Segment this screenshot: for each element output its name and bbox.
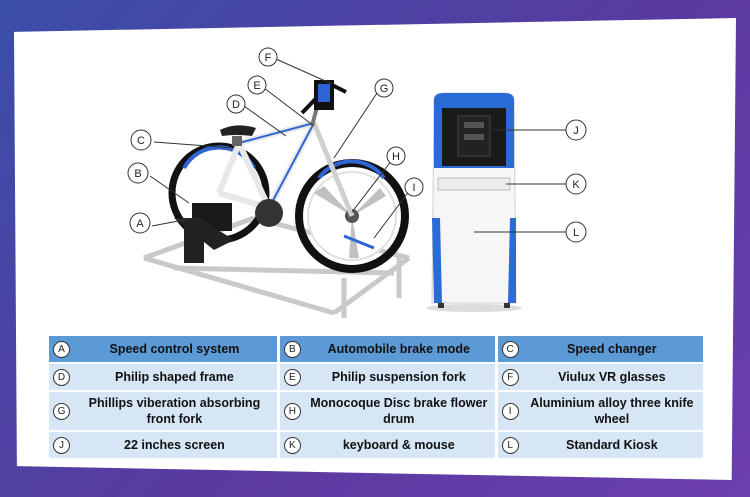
legend-row-2: D Philip shaped frame E Philip suspension …: [49, 364, 703, 390]
legend-text-f: Viulux VR glasses: [558, 370, 666, 384]
badge-g: G: [53, 402, 70, 420]
svg-text:G: G: [380, 83, 389, 95]
legend-text-j: 22 inches screen: [124, 438, 225, 452]
badge-l: L: [501, 436, 519, 454]
badge-c: C: [501, 340, 519, 358]
badge-b: B: [283, 340, 301, 358]
legend-row-3: G Phillips viberation absorbing front for…: [49, 392, 703, 430]
callout-a: A: [129, 212, 151, 234]
legend-text-k: keyboard & mouse: [342, 438, 455, 452]
legend-text-c: Speed changer: [567, 342, 657, 356]
svg-text:H: H: [392, 151, 400, 163]
trainer-base: [143, 215, 411, 318]
svg-text:I: I: [412, 182, 415, 194]
legend-text-e: Philip suspension fork: [331, 370, 466, 384]
legend-text-h: Monocoque Disc brake flower drum: [310, 396, 488, 426]
kiosk-keyboard-tray: [437, 177, 511, 191]
svg-text:L: L: [573, 227, 579, 239]
legend-cell-a: A Speed control system: [49, 336, 277, 362]
legend-cell-g: G Phillips viberation absorbing front for…: [49, 392, 277, 430]
callout-g: G: [374, 78, 394, 98]
standard-kiosk: [426, 92, 522, 312]
callout-j: J: [565, 119, 587, 141]
legend-cell-j: J 22 inches screen: [49, 432, 277, 458]
callout-i: I: [404, 177, 424, 197]
legend-text-b: Automobile brake mode: [327, 342, 470, 356]
callout-labels: F E D C B A G H I J K L: [127, 47, 587, 243]
badge-i: I: [501, 402, 519, 420]
product-figure: F E D C B A G H I J K L: [127, 47, 587, 318]
legend-text-i: Aluminium alloy three knife wheel: [530, 396, 694, 426]
legend-cell-b: B Automobile brake mode: [279, 336, 495, 362]
callout-l: L: [565, 221, 587, 243]
legend-cell-e: E Philip suspension fork: [279, 364, 495, 390]
svg-text:J: J: [573, 125, 579, 137]
legend-text-l: Standard Kiosk: [565, 438, 658, 452]
callout-f: F: [258, 47, 278, 67]
badge-a: A: [53, 340, 70, 358]
legend-text-g: Phillips viberation absorbing front fork: [88, 396, 261, 426]
parts-legend-table: A Speed control system B Automobile brake …: [46, 334, 706, 460]
badge-h: H: [283, 402, 301, 420]
callout-c: C: [130, 129, 152, 151]
vr-bike: [168, 80, 409, 273]
legend-cell-f: F Viulux VR glasses: [497, 364, 703, 390]
callout-k: K: [565, 173, 587, 195]
badge-j: J: [53, 436, 70, 454]
legend-cell-c: C Speed changer: [497, 336, 703, 362]
legend-row-1: A Speed control system B Automobile brake …: [49, 336, 703, 362]
legend-text-d: Philip shaped frame: [115, 370, 234, 384]
callout-e: E: [247, 75, 267, 95]
badge-e: E: [283, 368, 301, 386]
callout-b: B: [127, 162, 149, 184]
product-card: F E D C B A G H I J K L A Speed control s…: [14, 18, 736, 480]
badge-f: F: [501, 368, 519, 386]
svg-text:A: A: [136, 218, 144, 230]
badge-k: K: [283, 436, 301, 454]
svg-text:D: D: [232, 99, 240, 111]
svg-text:C: C: [137, 135, 145, 147]
legend-text-a: Speed control system: [109, 342, 240, 356]
svg-text:F: F: [265, 52, 272, 64]
badge-d: D: [53, 368, 70, 386]
svg-text:B: B: [134, 168, 141, 180]
svg-text:E: E: [253, 80, 260, 92]
callout-d: D: [226, 94, 246, 114]
legend-cell-l: L Standard Kiosk: [497, 432, 703, 458]
callout-h: H: [386, 146, 406, 166]
legend-cell-i: I Aluminium alloy three knife wheel: [497, 392, 703, 430]
legend-cell-h: H Monocoque Disc brake flower drum: [279, 392, 495, 430]
svg-text:K: K: [572, 179, 580, 191]
legend-cell-d: D Philip shaped frame: [49, 364, 277, 390]
leader-lines: [149, 58, 566, 239]
